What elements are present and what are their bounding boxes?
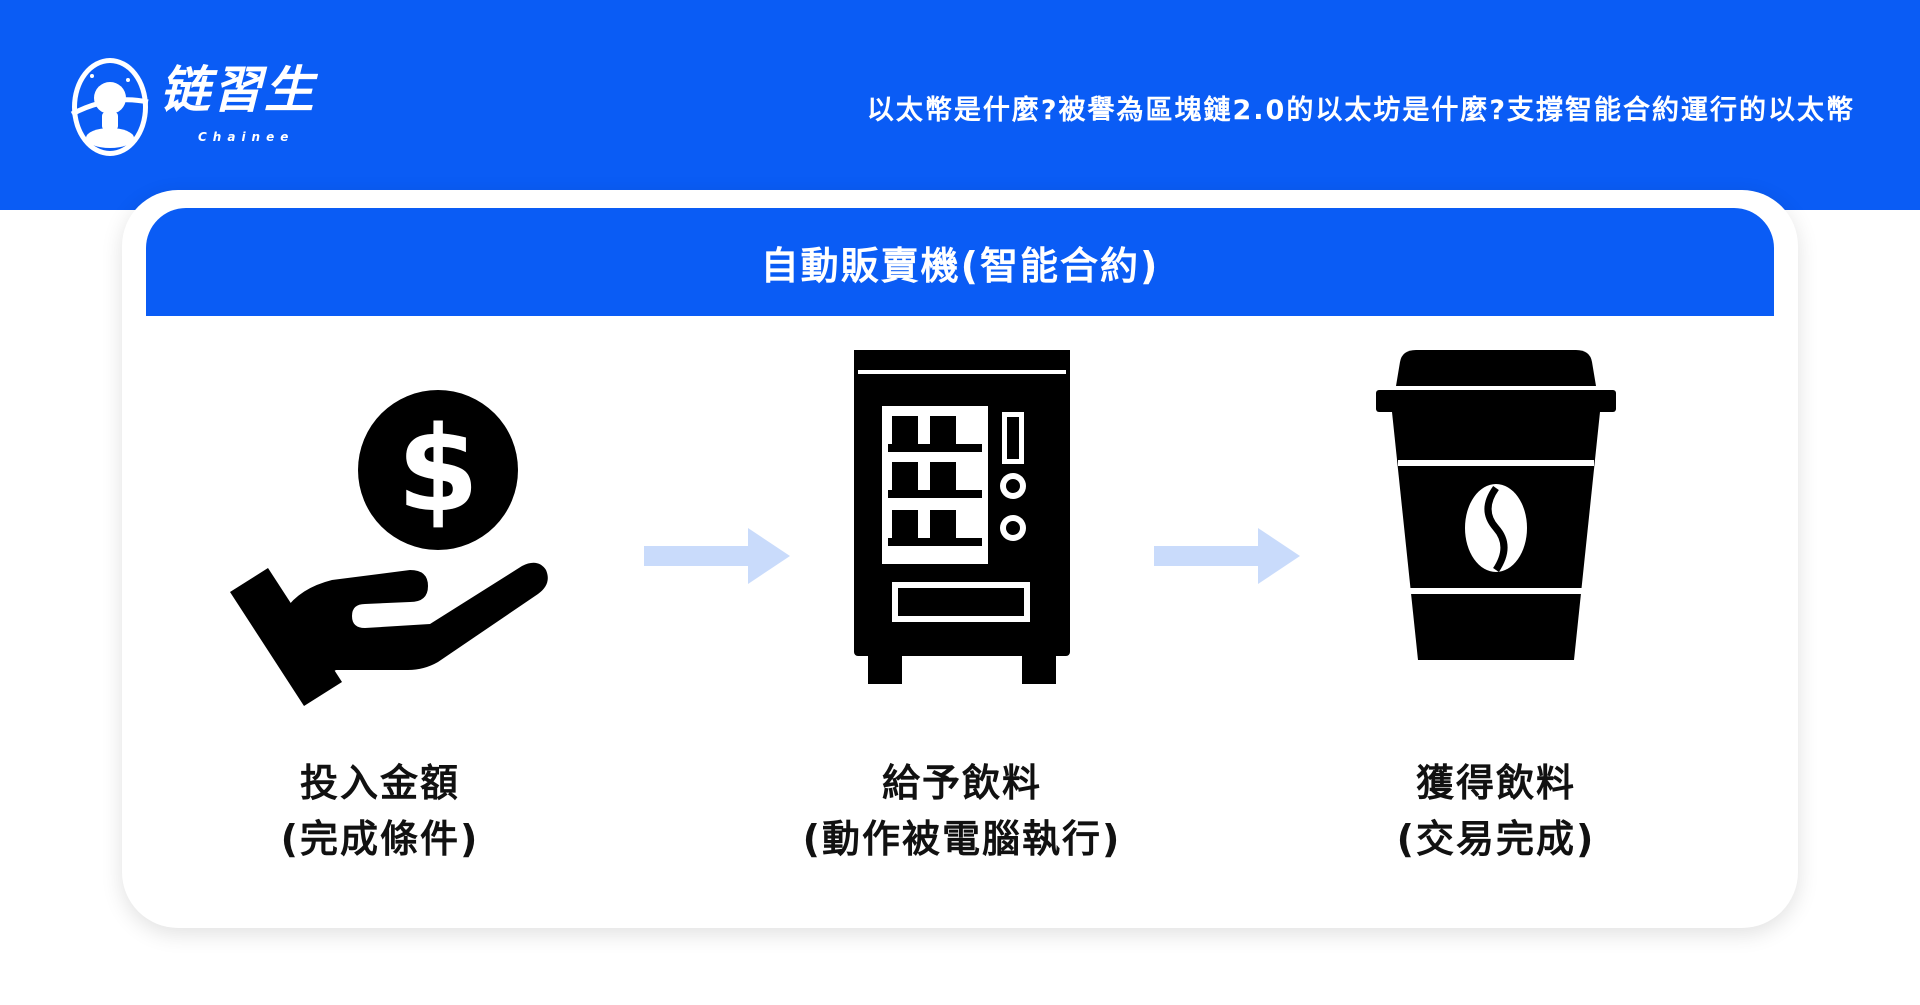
brand-name: 链習生 <box>160 61 316 119</box>
step-label-2: 給予飲料 (動作被電腦執行) <box>742 755 1182 867</box>
step-label-3: 獲得飲料 (交易完成) <box>1276 755 1716 867</box>
step-3-line2: (交易完成) <box>1396 817 1596 861</box>
diagram-header: 自動販賣機(智能合約) <box>146 208 1774 316</box>
hand-coin-icon: $ <box>230 390 548 706</box>
brand-logo[interactable]: 链習生 Chainee <box>66 54 326 164</box>
coffee-cup-icon <box>1376 350 1616 660</box>
step-2-line2: (動作被電腦執行) <box>802 817 1122 861</box>
diagram-title: 自動販賣機(智能合約) <box>760 243 1160 288</box>
astronaut-logo-icon <box>70 58 149 156</box>
diagram-card: 自動販賣機(智能合約) $ 投入金額 (完成條件) <box>122 190 1798 928</box>
vending-machine-icon <box>854 350 1070 684</box>
step-get-drink: 獲得飲料 (交易完成) <box>1276 350 1716 890</box>
arrow-right-icon <box>1154 528 1300 584</box>
step-3-line1: 獲得飲料 <box>1415 761 1576 805</box>
step-2-line1: 給予飲料 <box>881 761 1042 805</box>
step-1-line1: 投入金額 <box>299 761 460 805</box>
svg-text:$: $ <box>397 400 479 538</box>
step-insert-money: $ 投入金額 (完成條件) <box>160 350 600 890</box>
brand-subname: Chainee <box>198 130 295 144</box>
article-title: 以太幣是什麼?被譽為區塊鏈2.0的以太坊是什麼?支撐智能合約運行的以太幣 <box>866 95 1855 126</box>
arrow-right-icon <box>644 528 790 584</box>
step-label-1: 投入金額 (完成條件) <box>160 755 600 867</box>
step-1-line2: (完成條件) <box>280 817 480 861</box>
step-dispense-drink: 給予飲料 (動作被電腦執行) <box>742 350 1182 890</box>
top-banner: 链習生 Chainee 以太幣是什麼?被譽為區塊鏈2.0的以太坊是什麼?支撐智能… <box>0 0 1920 210</box>
